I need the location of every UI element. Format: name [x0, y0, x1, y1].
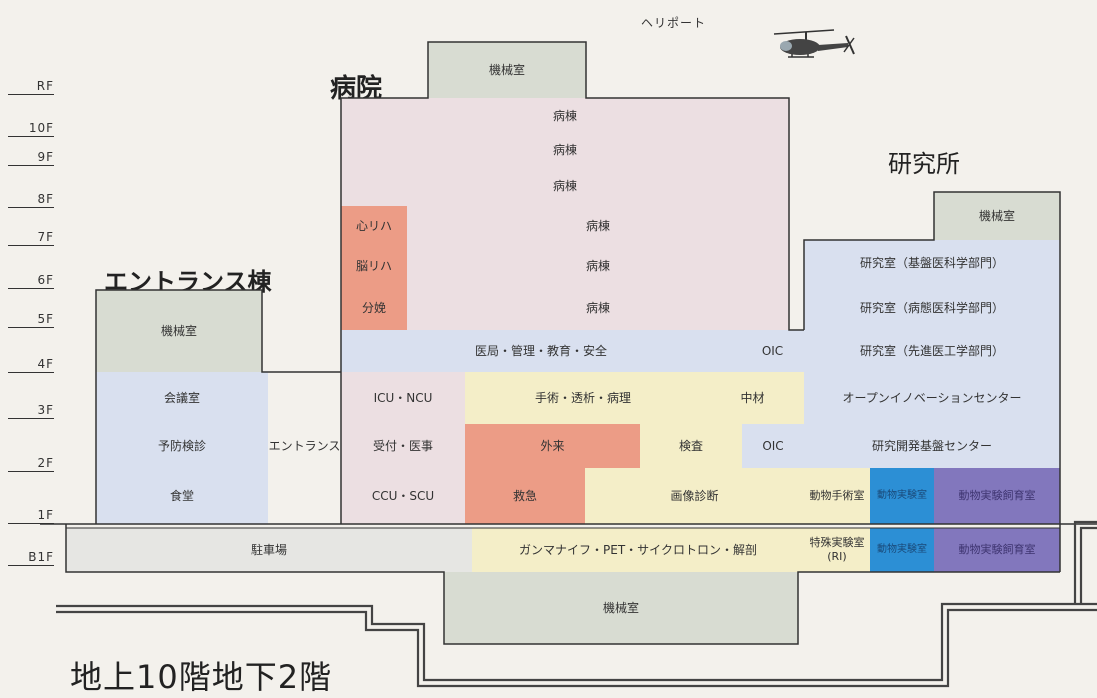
- heliport-label: ヘリポート: [641, 16, 707, 30]
- floor-label-b1f: B1F: [8, 551, 54, 566]
- icu-ncu: ICU・NCU: [341, 372, 465, 424]
- entrance-machine-room: 機械室: [96, 290, 262, 372]
- examination: 検査: [640, 424, 742, 468]
- lab-advanced-engineering: 研究室（先進医工学部門）: [804, 330, 1060, 372]
- rd-platform-center: 研究開発基盤センター: [804, 424, 1060, 468]
- ward-9f: 病棟: [341, 134, 789, 166]
- surgery-dialysis-pathology: 手術・透析・病理: [465, 372, 701, 424]
- ward-6f: 病棟: [407, 246, 789, 286]
- animal-breeding-1f: 動物実験飼育室: [934, 468, 1060, 524]
- floor-label-1f: 1F: [8, 509, 54, 524]
- floor-label-8f: 8F: [8, 193, 54, 208]
- animal-lab-1f: 動物実験室: [870, 468, 934, 524]
- brain-rehab: 脳リハ: [341, 246, 407, 286]
- entrance-label: エントランス: [268, 424, 341, 468]
- central-supply: 中材: [701, 372, 804, 424]
- ward-5f: 病棟: [407, 286, 789, 330]
- conference-room: 会議室: [96, 372, 268, 424]
- floor-label-10f: 10F: [8, 122, 54, 137]
- ward-7f: 病棟: [407, 206, 789, 246]
- diagnostic-imaging: 画像診断: [585, 468, 804, 524]
- reception-billing: 受付・医事: [341, 424, 465, 468]
- floor-label-9f: 9F: [8, 151, 54, 166]
- floor-label-rf: RF: [8, 80, 54, 95]
- floor-label-3f: 3F: [8, 404, 54, 419]
- parking: 駐車場: [66, 528, 472, 572]
- lab-pathology: 研究室（病態医科学部門）: [804, 286, 1060, 330]
- animal-surgery-room: 動物手術室: [804, 468, 870, 524]
- cardiac-rehab: 心リハ: [341, 206, 407, 246]
- lab-basic-medicine: 研究室（基盤医科学部門）: [804, 240, 1060, 286]
- cafeteria: 食堂: [96, 468, 268, 524]
- outpatient: 外来: [465, 424, 640, 468]
- delivery: 分娩: [341, 286, 407, 330]
- emergency: 救急: [465, 468, 585, 524]
- oic-2f: OIC: [742, 424, 804, 468]
- oic-4f: OIC: [741, 330, 804, 372]
- preventive-checkup: 予防検診: [96, 424, 268, 468]
- ward-8f: 病棟: [341, 166, 789, 206]
- research-machine-room: 機械室: [934, 192, 1060, 240]
- ccu-scu: CCU・SCU: [341, 468, 465, 524]
- open-innovation-center: オープンイノベーションセンター: [804, 372, 1060, 424]
- medical-office-admin: 医局・管理・教育・安全: [341, 330, 741, 372]
- gamma-knife-pet: ガンマナイフ・PET・サイクロトロン・解剖: [472, 528, 804, 572]
- ri-label: (RI): [827, 550, 847, 563]
- floor-label-5f: 5F: [8, 313, 54, 328]
- floor-label-2f: 2F: [8, 457, 54, 472]
- research-title: 研究所: [888, 150, 960, 178]
- animal-breeding-b1: 動物実験飼育室: [934, 528, 1060, 572]
- ward-10f: 病棟: [341, 98, 789, 134]
- floor-label-4f: 4F: [8, 358, 54, 373]
- special-lab-ri: 特殊実験室 (RI): [804, 528, 870, 572]
- special-lab-label: 特殊実験室: [809, 536, 865, 549]
- animal-lab-b1: 動物実験室: [870, 528, 934, 572]
- floor-label-6f: 6F: [8, 274, 54, 289]
- building-floors-title: 地上10階地下2階: [70, 658, 333, 696]
- hospital-machine-room-b2: 機械室: [444, 572, 798, 644]
- hospital-machine-room-rf: 機械室: [428, 42, 586, 98]
- floor-label-7f: 7F: [8, 231, 54, 246]
- helicopter-icon: [773, 29, 855, 58]
